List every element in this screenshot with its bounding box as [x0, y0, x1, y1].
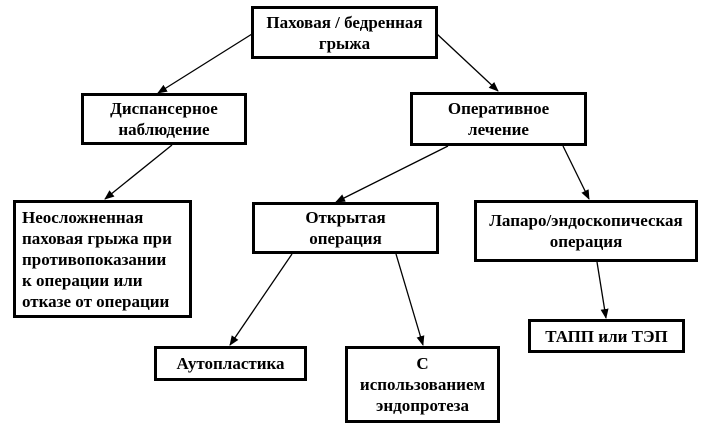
arrow-open-to-autoplasty [229, 253, 293, 346]
node-uncomplicated-line-2: паховая грыжа при [22, 228, 172, 248]
arrow-root-to-surgical [436, 33, 499, 92]
node-uncomplicated-line-3: противопоказании [22, 249, 167, 269]
node-surgical-line-1: Оперативное [447, 99, 550, 118]
node-open-line-1: Открытая [305, 208, 386, 227]
node-root-line-2: грыжа [318, 33, 371, 53]
node-autoplasty: Аутопластика [154, 346, 307, 381]
node-open-line-2: операция [309, 229, 382, 248]
node-uncomplicated-line-4: к операции или [22, 270, 143, 290]
node-tapp-tep: ТАПП или ТЭП [528, 319, 685, 353]
node-open-operation: Открытая операция [252, 202, 439, 254]
node-tapp-line-1: ТАПП или ТЭП [545, 326, 668, 346]
node-dispensary-observation: Диспансерное наблюдение [81, 93, 247, 145]
node-observation-line-2: наблюдение [118, 120, 210, 139]
arrow-laparo-to-tapp [596, 261, 609, 319]
node-uncomplicated-line-1: Неосложненная [22, 207, 144, 227]
node-laparo-endoscopic-operation: Лапаро/эндоскопическая операция [474, 200, 698, 262]
node-uncomplicated-line-5: отказе от операции [22, 291, 170, 311]
node-endoprosthesis: С использованием эндопротеза [345, 346, 500, 423]
node-root-line-1: Паховая / бедренная [266, 12, 423, 32]
arrow-observation-to-uncomplicated [104, 144, 173, 200]
arrow-surgical-to-laparo [562, 145, 590, 200]
node-uncomplicated-hernia: Неосложненная паховая грыжа при противоп… [13, 200, 192, 318]
node-endoprosthesis-line-3: эндопротеза [376, 396, 469, 415]
node-endoprosthesis-line-1: С [416, 354, 429, 373]
node-root-hernia: Паховая / бедренная грыжа [251, 6, 438, 59]
node-autoplasty-line-1: Аутопластика [176, 354, 285, 373]
node-surgical-treatment: Оперативное лечение [410, 92, 587, 146]
node-endoprosthesis-line-2: использованием [359, 375, 486, 394]
arrow-root-to-observation [157, 33, 253, 94]
node-laparo-line-2: операция [549, 232, 623, 251]
node-surgical-line-2: лечение [468, 120, 529, 139]
node-laparo-line-1: Лапаро/эндоскопическая [489, 211, 683, 230]
arrow-open-to-endoprosthesis [395, 253, 425, 346]
arrow-surgical-to-open [335, 145, 449, 203]
node-observation-line-1: Диспансерное [110, 99, 218, 118]
